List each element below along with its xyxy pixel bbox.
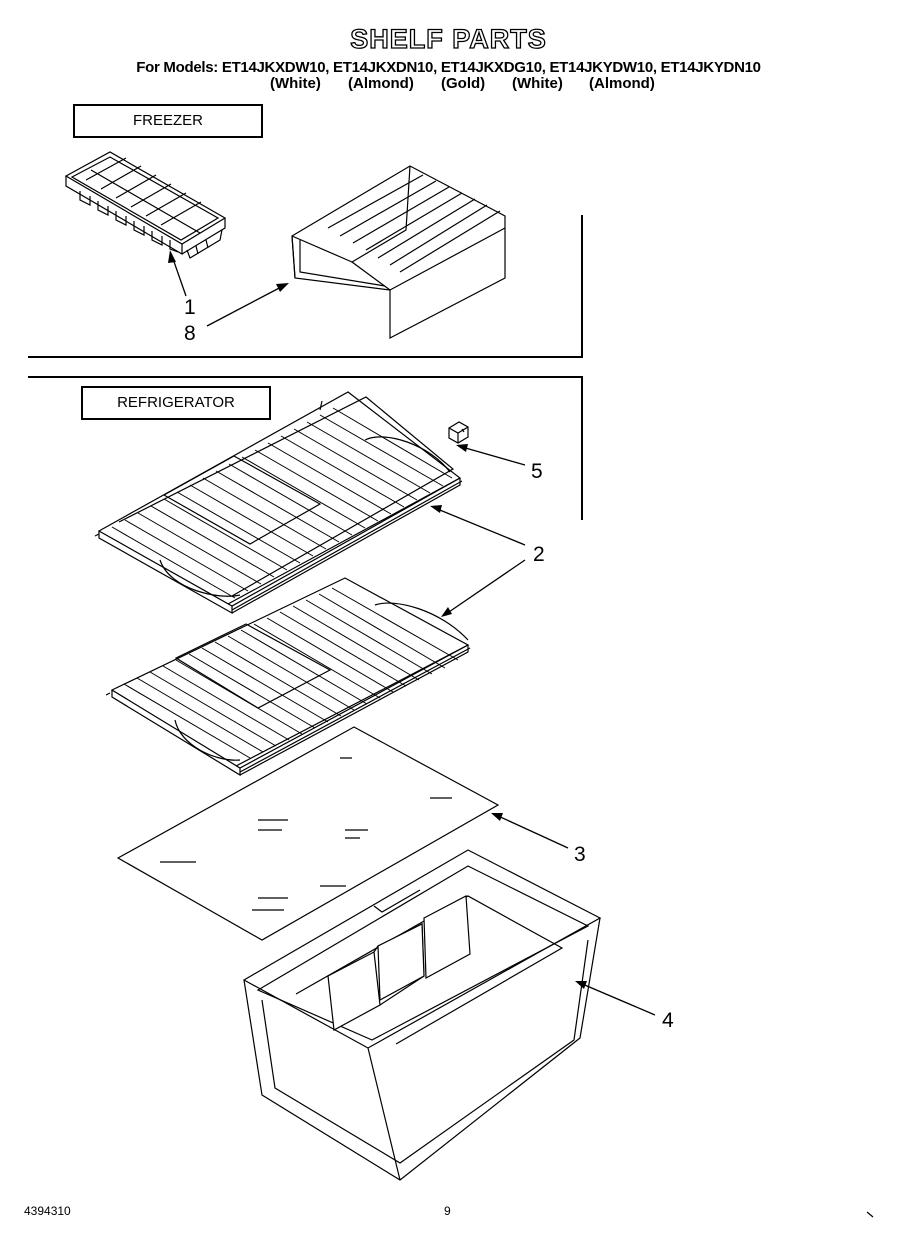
ice-tray-drawing (64, 151, 227, 259)
model-color-5: (Almond) (589, 75, 655, 92)
model-color-3: (Gold) (441, 75, 486, 92)
part-number: 4394310 (24, 1204, 71, 1218)
callout-1: 1 (184, 296, 196, 319)
freezer-section-label: FREEZER (73, 104, 263, 138)
leader-lines (171, 255, 656, 1016)
refrigerator-section-label: REFRIGERATOR (81, 386, 271, 420)
callout-4: 4 (662, 1009, 674, 1032)
refrigerator-frame (28, 376, 583, 520)
page-number: 9 (444, 1204, 451, 1218)
callout-2: 2 (533, 543, 545, 566)
callout-5: 5 (531, 460, 543, 483)
corner-mark (866, 1211, 874, 1218)
upper-fridge-shelf-drawing (94, 391, 463, 615)
arrowheads (168, 250, 587, 989)
model-color-1: (White) (270, 75, 321, 92)
page-title: SHELF PARTS (350, 23, 547, 54)
callout-8: 8 (184, 322, 196, 345)
shelf-clip-drawing (448, 421, 469, 444)
freezer-shelf-drawing (291, 165, 506, 339)
lower-fridge-shelf-drawing (105, 577, 471, 777)
glass-shelf-drawing (116, 726, 500, 941)
freezer-frame (28, 215, 583, 358)
callout-3: 3 (574, 843, 586, 866)
model-color-4: (White) (512, 75, 563, 92)
crisper-drawer-drawing (242, 849, 602, 1181)
model-color-2: (Almond) (348, 75, 414, 92)
models-line: For Models: ET14JKXDW10, ET14JKXDN10, ET… (136, 59, 761, 76)
